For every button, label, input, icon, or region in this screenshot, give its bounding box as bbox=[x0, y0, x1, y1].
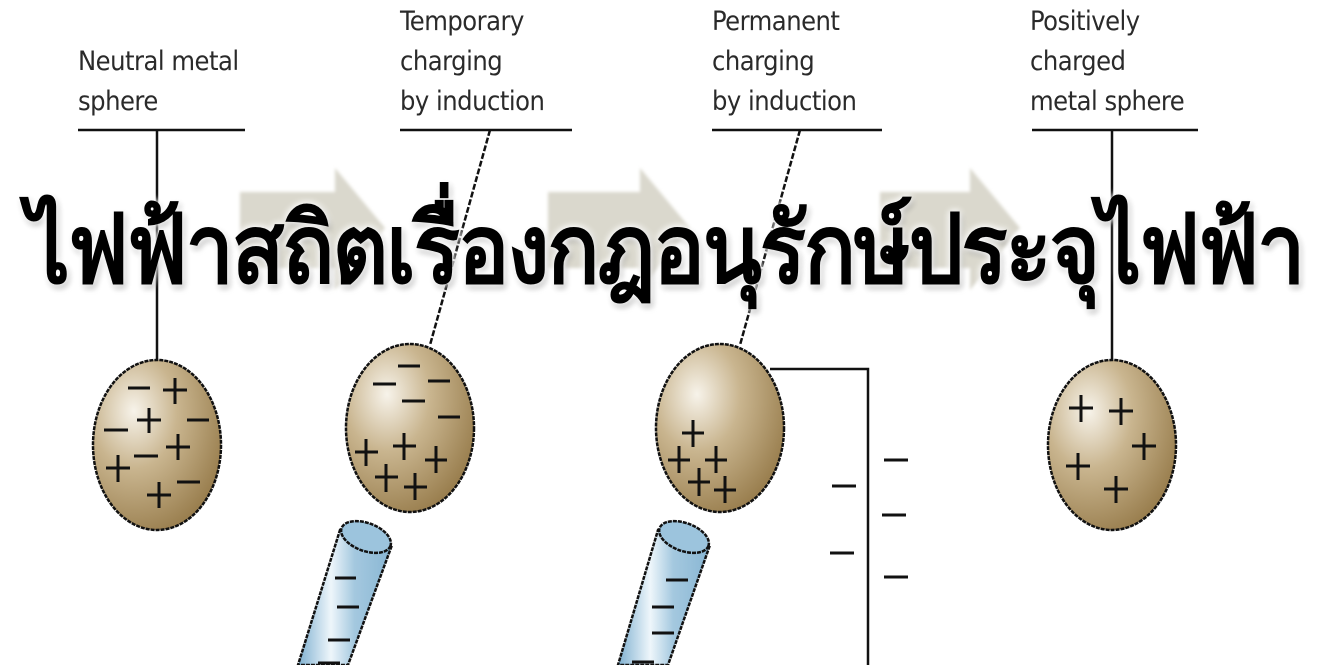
neutral-sphere bbox=[91, 358, 223, 532]
charged-rod-1 bbox=[296, 519, 394, 667]
thai-title-overlay: ไฟฟ้าสถิตเรื่องกฎอนุรักษ์ประจุไฟฟ้า bbox=[26, 192, 1306, 306]
process-arrow-3 bbox=[880, 168, 1020, 290]
charged-rod-2 bbox=[616, 519, 712, 667]
ground-wire bbox=[770, 367, 908, 665]
process-arrow-1 bbox=[240, 168, 385, 290]
stage-label-permanent: Permanent charging by induction bbox=[712, 6, 857, 117]
stage-label-temporary: Temporary charging by induction bbox=[400, 6, 545, 117]
process-arrow-2 bbox=[548, 168, 690, 290]
stage-label-neutral: Neutral metal sphere bbox=[78, 46, 239, 117]
permanent-induced-sphere bbox=[654, 342, 786, 514]
stage-label-positive: Positively charged metal sphere bbox=[1030, 6, 1185, 117]
leader-lines bbox=[78, 128, 1198, 360]
positive-sphere bbox=[1046, 358, 1178, 532]
temporary-induced-sphere bbox=[344, 342, 476, 514]
